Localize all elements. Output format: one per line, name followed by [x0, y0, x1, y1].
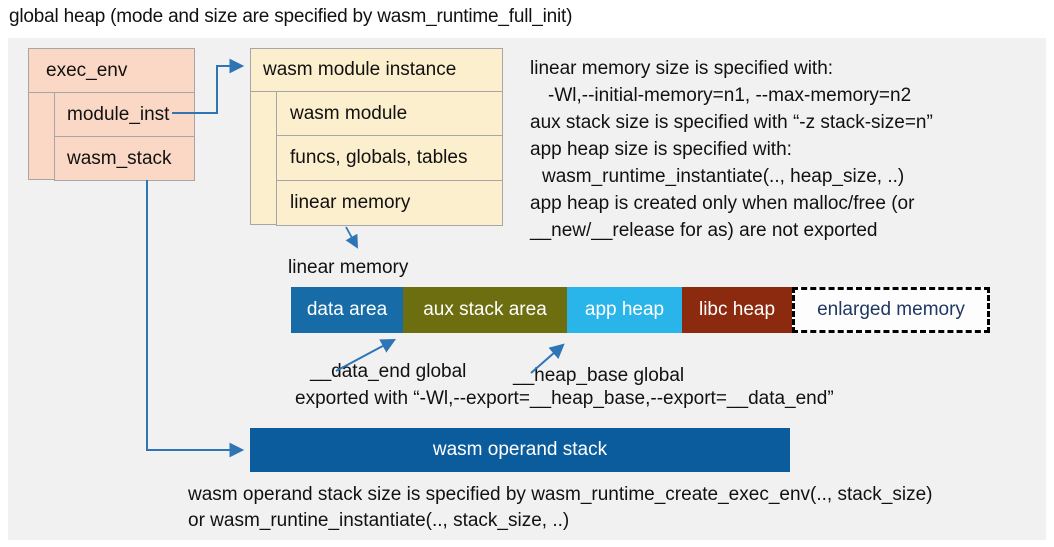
footer-text: wasm operand stack size is specified by …	[188, 482, 1048, 534]
libc-heap-segment: libc heap	[682, 287, 792, 333]
funcs-globals-tables-row: funcs, globals, tables	[276, 136, 503, 181]
note-line: __new/__release for as) are not exported	[530, 220, 878, 241]
wasm-operand-stack-bar: wasm operand stack	[250, 428, 790, 472]
linear-memory-bar: data area aux stack area app heap libc h…	[291, 287, 990, 333]
aux-stack-area-segment: aux stack area	[403, 287, 567, 333]
exec-env-box: exec_env module_inst wasm_stack	[28, 48, 195, 181]
notes-block: linear memory size is specified with: -W…	[530, 55, 1035, 244]
heap-base-global-label: __heap_base global	[513, 365, 685, 386]
note-line: app heap size is specified with:	[530, 139, 792, 160]
module-instance-title: wasm module instance	[251, 49, 502, 92]
enlarged-memory-segment: enlarged memory	[792, 287, 990, 333]
linear-memory-row: linear memory	[276, 181, 503, 226]
note-line: linear memory size is specified with:	[530, 58, 834, 79]
exec-env-title: exec_env	[29, 49, 194, 93]
module-instance-box: wasm module instance wasm module funcs, …	[250, 48, 503, 226]
module-inst-row: module_inst	[54, 93, 195, 137]
app-heap-segment: app heap	[567, 287, 682, 333]
note-line: aux stack size is specified with “-z sta…	[530, 112, 933, 133]
data-end-global-label: __data_end global	[310, 361, 467, 382]
footer-line: or wasm_runtine_instantiate(.., stack_si…	[188, 510, 570, 531]
wasm-module-row: wasm module	[276, 92, 503, 136]
data-area-segment: data area	[291, 287, 403, 333]
wasm-stack-row: wasm_stack	[54, 137, 195, 181]
note-line: -Wl,--initial-memory=n1, --max-memory=n2	[548, 85, 912, 106]
linear-memory-label: linear memory	[288, 257, 409, 278]
note-line: app heap is created only when malloc/fre…	[530, 193, 915, 214]
exported-with-label: exported with “-Wl,--export=__heap_base,…	[295, 388, 834, 409]
footer-line: wasm operand stack size is specified by …	[188, 484, 933, 505]
note-line: wasm_runtime_instantiate(.., heap_size, …	[542, 166, 905, 187]
page-title: global heap (mode and size are specified…	[9, 6, 573, 27]
